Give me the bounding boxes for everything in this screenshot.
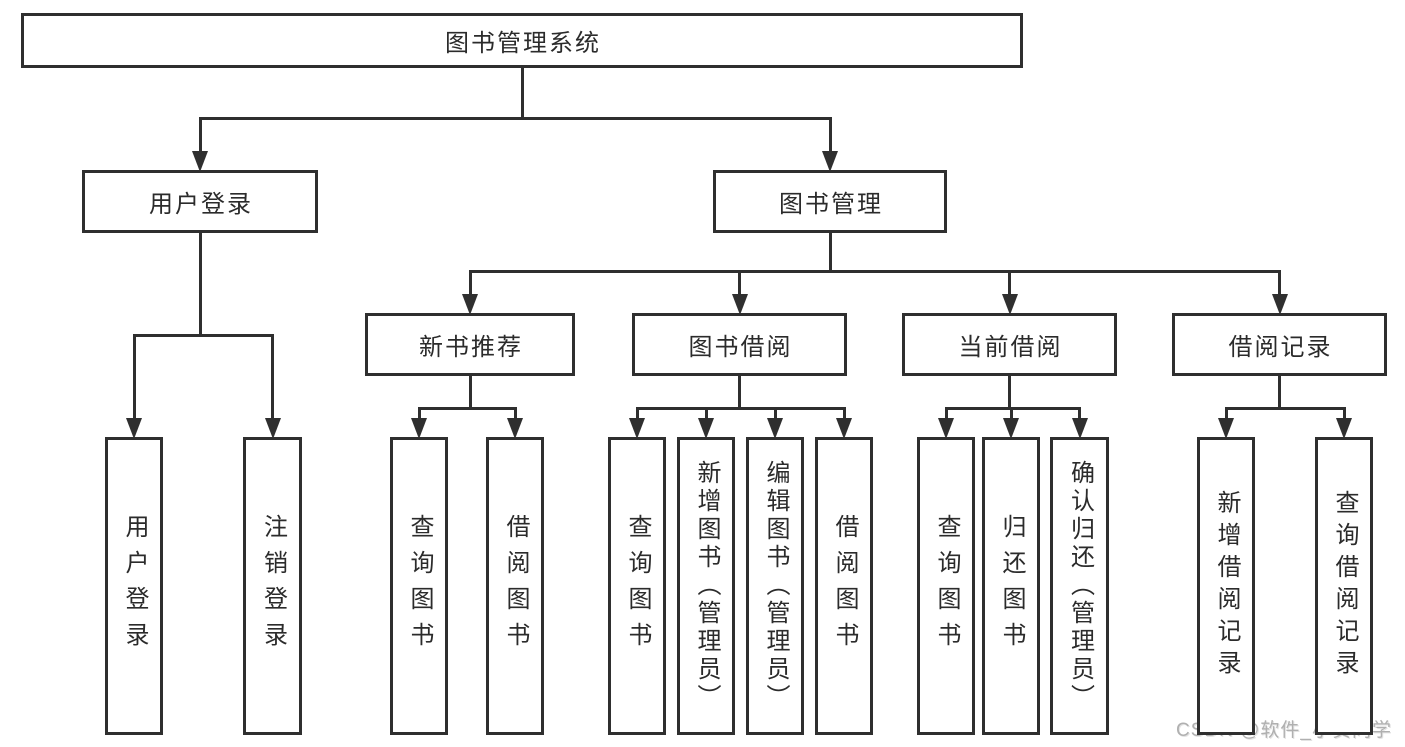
connector-rail (1224, 406, 1346, 410)
connector-drop (198, 118, 202, 152)
node-label-leaf-add-book: 新增图书（管理员） (693, 460, 720, 712)
connector-rail (198, 116, 832, 120)
node-label-leaf-logout: 注销登录 (259, 514, 287, 658)
node-label-user-login: 用户登录 (149, 191, 253, 218)
connector-drop (1008, 271, 1011, 295)
connector-drop (842, 408, 846, 419)
node-label-leaf-borrow-book-2: 借阅图书 (831, 514, 858, 658)
node-label-leaf-query-book-1: 查询图书 (406, 514, 433, 658)
connector-stem (828, 233, 832, 271)
node-label-leaf-confirm-return: 确认归还（管理员） (1066, 460, 1094, 712)
connector-drop (944, 408, 948, 419)
arrowhead-icon (1071, 418, 1088, 439)
connector-rail (132, 333, 274, 337)
node-book-borrow: 图书借阅 (632, 313, 847, 376)
node-user-login: 用户登录 (82, 170, 318, 233)
connector-drop (513, 408, 517, 419)
node-label-leaf-edit-book: 编辑图书（管理员） (762, 460, 789, 712)
arrowhead-icon (1003, 418, 1019, 439)
arrowhead-icon (731, 294, 748, 315)
node-label-leaf-query-record: 查询借阅记录 (1331, 490, 1358, 682)
node-label-current-borrow: 当前借阅 (958, 334, 1063, 361)
connector-drop (704, 408, 708, 419)
node-leaf-query-book-1: 查询图书 (390, 437, 448, 735)
connector-drop (635, 408, 639, 419)
arrowhead-icon (1271, 294, 1288, 315)
node-label-leaf-return-book: 归还图书 (998, 514, 1025, 658)
arrowhead-icon (126, 418, 142, 439)
node-leaf-user-login: 用户登录 (105, 437, 163, 735)
node-current-borrow: 当前借阅 (902, 313, 1117, 376)
connector-rail (417, 406, 517, 410)
connector-stem (520, 68, 524, 118)
node-book-mgmt: 图书管理 (713, 170, 947, 233)
node-root: 图书管理系统 (21, 13, 1023, 68)
connector-stem (1008, 376, 1011, 408)
connector-stem (738, 376, 741, 408)
node-label-leaf-add-record: 新增借阅记录 (1213, 490, 1240, 682)
node-borrow-records: 借阅记录 (1172, 313, 1387, 376)
node-leaf-edit-book: 编辑图书（管理员） (746, 437, 804, 735)
arrowhead-icon (1218, 418, 1234, 439)
node-label-leaf-query-book-2: 查询图书 (624, 514, 651, 658)
connector-stem (468, 376, 472, 408)
connector-drop (1278, 271, 1281, 295)
connector-drop (132, 335, 136, 419)
connector-drop (828, 118, 832, 152)
arrowhead-icon (1336, 418, 1352, 439)
connector-drop (468, 271, 472, 295)
connector-drop (1009, 408, 1013, 419)
arrowhead-icon (264, 418, 281, 439)
connector-rail (468, 269, 1281, 273)
connector-drop (417, 408, 421, 419)
node-leaf-add-book: 新增图书（管理员） (677, 437, 735, 735)
node-label-leaf-query-book-3: 查询图书 (933, 514, 960, 658)
node-label-book-mgmt: 图书管理 (779, 191, 883, 218)
connector-drop (738, 271, 741, 295)
arrowhead-icon (1001, 294, 1018, 315)
node-leaf-add-record: 新增借阅记录 (1197, 437, 1255, 735)
node-new-book-rec: 新书推荐 (365, 313, 575, 376)
arrowhead-icon (767, 418, 783, 439)
node-label-book-borrow: 图书借阅 (688, 334, 793, 361)
arrowhead-icon (836, 418, 852, 439)
arrowhead-icon (698, 418, 714, 439)
connector-drop (1078, 408, 1081, 419)
connector-drop (1342, 408, 1346, 419)
node-label-borrow-records: 借阅记录 (1228, 334, 1333, 361)
connector-drop (1224, 408, 1228, 419)
connector-stem (1278, 376, 1281, 408)
connector-stem (198, 233, 202, 335)
arrowhead-icon (192, 151, 208, 172)
arrowhead-icon (629, 418, 645, 439)
arrowhead-icon (411, 418, 427, 439)
node-leaf-confirm-return: 确认归还（管理员） (1050, 437, 1109, 735)
node-label-leaf-user-login: 用户登录 (121, 514, 148, 658)
node-label-root: 图书管理系统 (445, 30, 601, 57)
arrowhead-icon (507, 418, 523, 439)
node-leaf-borrow-book-2: 借阅图书 (815, 437, 873, 735)
node-leaf-logout: 注销登录 (243, 437, 302, 735)
node-leaf-borrow-book-1: 借阅图书 (486, 437, 544, 735)
node-label-new-book-rec: 新书推荐 (419, 334, 523, 361)
connector-drop (773, 408, 777, 419)
node-leaf-query-book-3: 查询图书 (917, 437, 975, 735)
connector-drop (271, 335, 274, 419)
arrowhead-icon (938, 418, 954, 439)
arrowhead-icon (822, 151, 838, 172)
node-leaf-return-book: 归还图书 (982, 437, 1040, 735)
node-leaf-query-record: 查询借阅记录 (1315, 437, 1373, 735)
connector-rail (944, 406, 1081, 410)
connector-rail (635, 406, 846, 410)
node-leaf-query-book-2: 查询图书 (608, 437, 666, 735)
node-label-leaf-borrow-book-1: 借阅图书 (502, 514, 529, 658)
arrowhead-icon (462, 294, 478, 315)
